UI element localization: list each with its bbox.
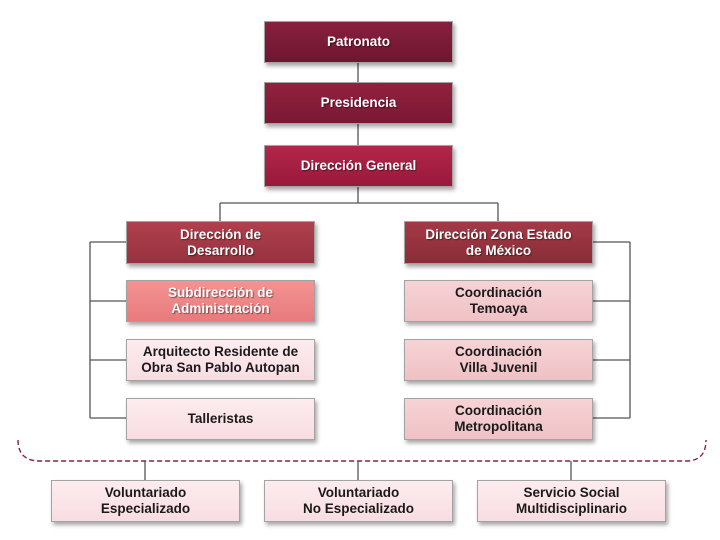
box-direccion-zona: Dirección Zona Estado de México bbox=[404, 221, 593, 264]
box-direccion-desarrollo: Dirección de Desarrollo bbox=[126, 221, 315, 264]
dashed-bracket bbox=[17, 439, 707, 462]
box-presidencia: Presidencia bbox=[264, 82, 453, 124]
box-coordinacion-temoaya: Coordinación Temoaya bbox=[404, 280, 593, 322]
box-coordinacion-metropolitana: Coordinación Metropolitana bbox=[404, 398, 593, 440]
box-subdireccion-administracion: Subdirección de Administración bbox=[126, 280, 315, 322]
box-patronato: Patronato bbox=[264, 21, 453, 63]
box-coordinacion-villa-juvenil: Coordinación Villa Juvenil bbox=[404, 339, 593, 381]
box-voluntariado-no-especializado: Voluntariado No Especializado bbox=[264, 480, 453, 522]
box-talleristas: Talleristas bbox=[126, 398, 315, 440]
box-direccion-general: Dirección General bbox=[264, 145, 453, 187]
box-servicio-social: Servicio Social Multidisciplinario bbox=[477, 480, 666, 522]
box-voluntariado-especializado: Voluntariado Especializado bbox=[51, 480, 240, 522]
box-arquitecto-residente: Arquitecto Residente de Obra San Pablo A… bbox=[126, 339, 315, 381]
